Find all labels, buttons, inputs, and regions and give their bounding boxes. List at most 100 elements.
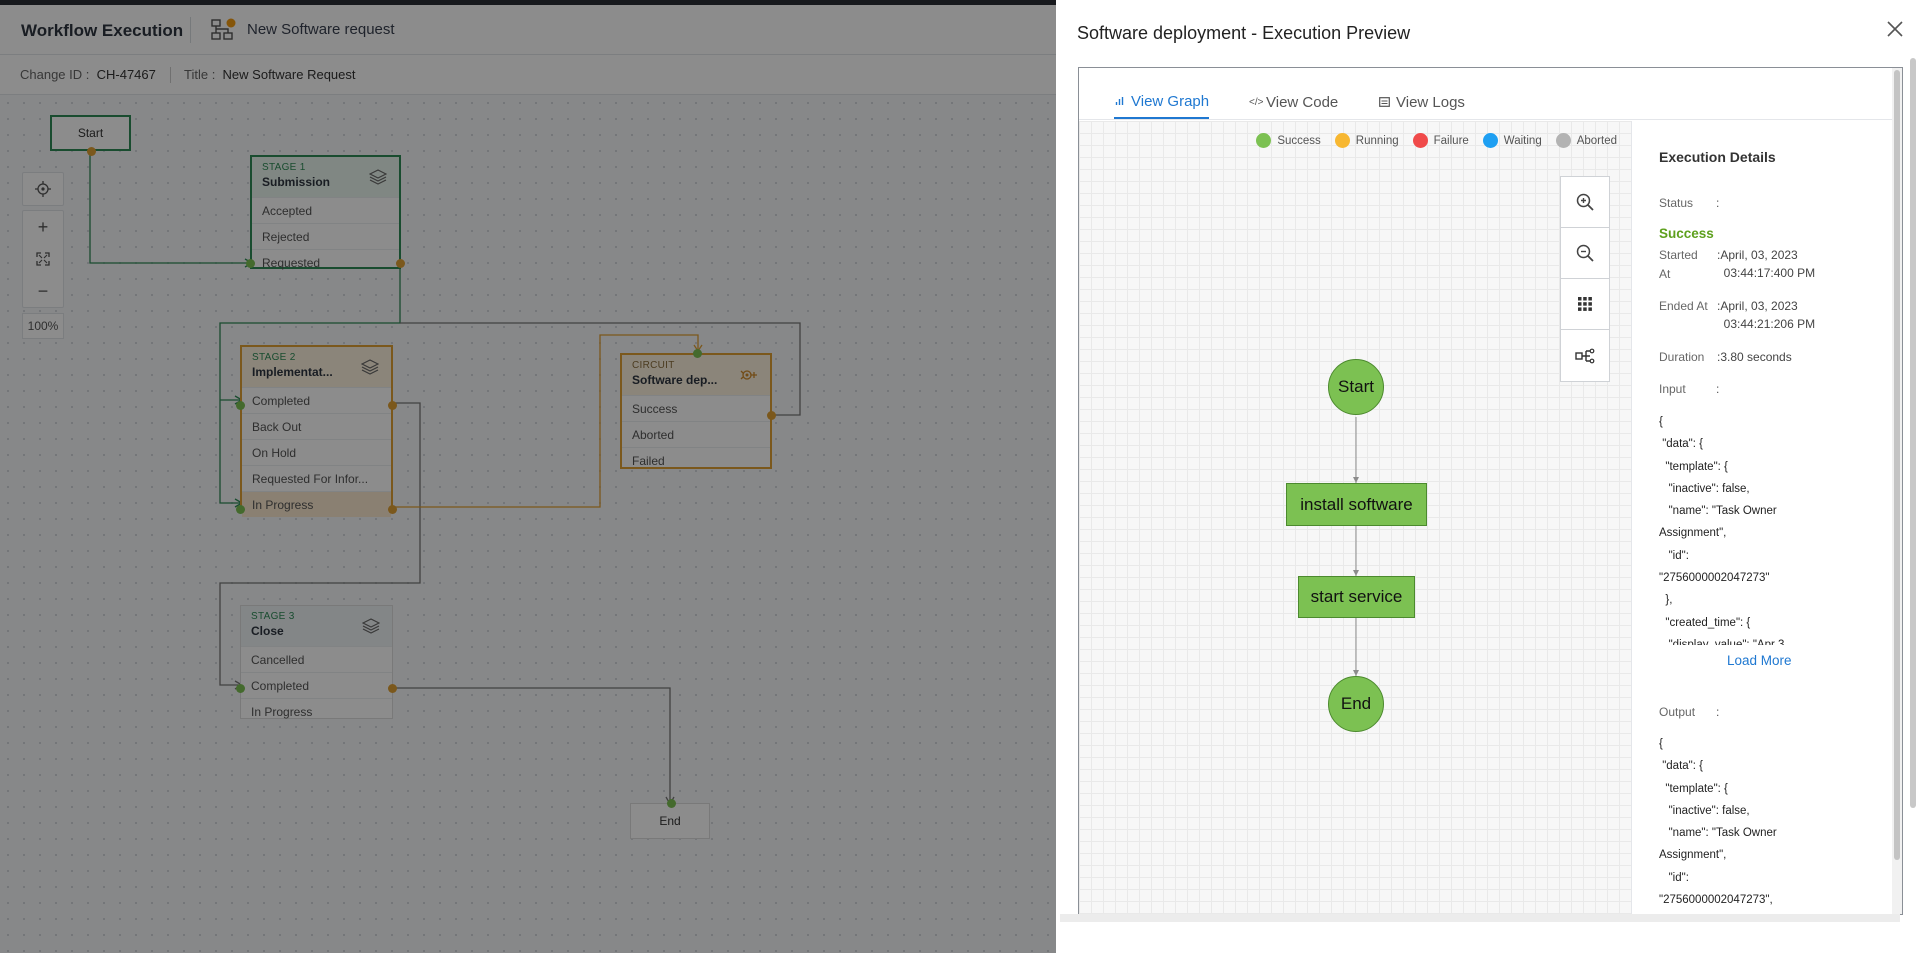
duration-label: Duration [1659, 350, 1705, 364]
stage-1-input-port[interactable] [246, 259, 255, 268]
input-label: Input [1659, 382, 1686, 396]
tab-view-graph[interactable]: View Graph [1114, 85, 1210, 119]
circuit-status-row: Aborted [622, 421, 770, 447]
end-input-port[interactable] [667, 799, 676, 808]
drawer-vertical-scrollbar[interactable] [1910, 58, 1916, 808]
preview-tabs: View Graph </> View Code View Logs [1079, 68, 1892, 120]
graph-node-end[interactable]: End [1328, 676, 1384, 732]
json-line: "inactive": false, [1659, 804, 1750, 817]
legend-item-running: Running [1334, 133, 1399, 148]
graph-grid-button[interactable] [1561, 279, 1609, 330]
change-title-label: Title : [184, 67, 216, 82]
status-value: Success [1659, 226, 1714, 241]
stage-3-kicker: STAGE 3 [251, 611, 295, 622]
circuit-header: CIRCUIT Software dep... [622, 355, 770, 395]
graph-layout-button[interactable] [1561, 330, 1609, 381]
stage-3-name: Close [251, 624, 284, 638]
details-heading: Execution Details [1659, 149, 1776, 165]
status-label: Status [1659, 196, 1694, 210]
graph-edges [1353, 417, 1359, 676]
legend-item-aborted: Aborted [1555, 133, 1617, 148]
change-title: Title : New Software Request [184, 67, 356, 82]
graph-node-install-software[interactable]: install software [1286, 483, 1427, 526]
duration-value: :3.80 seconds [1717, 350, 1792, 364]
request-name: New Software request [247, 21, 395, 38]
circuit-input-port[interactable] [693, 349, 702, 358]
stage-3-card[interactable]: STAGE 3 Close Cancelled Completed In Pro… [236, 605, 397, 719]
circuit-kicker: CIRCUIT [632, 360, 675, 371]
started-date: April, 03, 2023 [1720, 248, 1798, 262]
zoom-out-button[interactable]: − [23, 275, 63, 307]
layers-icon [369, 169, 387, 185]
legend-dot [1482, 133, 1498, 148]
stage-1-output-port[interactable] [396, 259, 405, 268]
stage-2-output-port[interactable] [388, 401, 397, 410]
started-value: :April, 03, 2023 03:44:17:400 PM [1717, 248, 1816, 280]
details-scrollbar[interactable] [1892, 68, 1902, 914]
start-output-port[interactable] [87, 147, 96, 156]
graph-zoom-in-button[interactable] [1561, 177, 1609, 228]
stage-2-status-row: Requested For Infor... [242, 465, 391, 491]
stage-1-status-row: Requested [252, 249, 399, 275]
stage-2-input-port[interactable] [236, 401, 245, 410]
stage-2-header: STAGE 2 Implementat... [242, 347, 391, 387]
start-node[interactable]: Start [50, 115, 131, 156]
fit-screen-icon [36, 252, 50, 266]
preview-frame: View Graph </> View Code View Logs Succe… [1078, 67, 1903, 915]
fit-screen-button[interactable] [23, 243, 63, 275]
zoom-out-icon [1576, 244, 1594, 262]
zoom-in-button[interactable]: + [23, 211, 63, 243]
stage-1-card[interactable]: STAGE 1 Submission Accepted Rejected Req… [246, 155, 405, 270]
execution-details-panel: Execution Details Status : Success Start… [1631, 121, 1892, 914]
tab-label: View Graph [1131, 92, 1210, 110]
drawer-title: Software deployment - Execution Preview [1077, 23, 1411, 43]
logs-icon [1379, 97, 1390, 107]
ended-time: 03:44:21:206 PM [1723, 317, 1816, 331]
legend-dot [1256, 133, 1272, 148]
workflow-request-icon [211, 18, 236, 40]
plus-icon: + [37, 216, 49, 237]
tab-label: View Code [1266, 93, 1339, 111]
legend-item-failure: Failure [1412, 133, 1469, 148]
graph-node-start-service[interactable]: start service [1298, 576, 1415, 618]
colon: : [1716, 196, 1720, 210]
ended-date: April, 03, 2023 [1720, 299, 1798, 313]
recenter-button[interactable] [23, 173, 63, 205]
json-line: "data": { [1659, 438, 1703, 451]
change-id: Change ID : CH-47467 [20, 67, 156, 82]
stage-1-kicker: STAGE 1 [262, 162, 306, 173]
tab-view-logs[interactable]: View Logs [1379, 85, 1465, 119]
graph-node-start[interactable]: Start [1328, 359, 1384, 415]
tab-view-code[interactable]: </> View Code [1249, 85, 1338, 119]
json-line: Assignment", [1659, 849, 1727, 862]
ended-label: Ended At [1659, 299, 1708, 313]
stage-3-output-port[interactable] [388, 684, 397, 693]
stage-1-status-row: Rejected [252, 223, 399, 249]
load-more-link[interactable]: Load More [1727, 653, 1792, 668]
stage-2-input-port[interactable] [236, 505, 245, 514]
stage-2-kicker: STAGE 2 [252, 352, 296, 363]
json-line: }, [1659, 594, 1673, 607]
code-icon: </> [1249, 96, 1264, 108]
circuit-icon [740, 370, 757, 380]
end-node[interactable]: End [630, 799, 710, 839]
close-button[interactable] [1884, 20, 1906, 42]
stage-3-status-row: Completed [241, 672, 392, 698]
circuit-card[interactable]: CIRCUIT Software dep... Success Aborted … [620, 349, 776, 469]
graph-zoom-out-button[interactable] [1561, 228, 1609, 279]
json-line: "template": { [1659, 782, 1728, 795]
legend-label: Waiting [1503, 134, 1542, 147]
json-line: "name": "Task Owner [1659, 827, 1777, 840]
scrollbar-thumb[interactable] [1894, 70, 1900, 860]
drawer-horizontal-scrollbar[interactable] [1060, 914, 1900, 922]
subheader-divider [170, 67, 171, 83]
stage-3-status-row: In Progress [241, 698, 392, 724]
circuit-output-port[interactable] [767, 411, 776, 420]
json-line: Assignment", [1659, 527, 1727, 540]
stage-2-card[interactable]: STAGE 2 Implementat... Completed Back Ou… [236, 345, 397, 517]
execution-graph[interactable]: Success Running Failure Waiting Aborted [1079, 121, 1631, 914]
json-line: "created_time": { [1659, 616, 1751, 629]
execution-preview-drawer: Software deployment - Execution Preview … [1056, 0, 1920, 953]
stage-3-input-port[interactable] [236, 684, 245, 693]
stage-2-output-port[interactable] [388, 505, 397, 514]
